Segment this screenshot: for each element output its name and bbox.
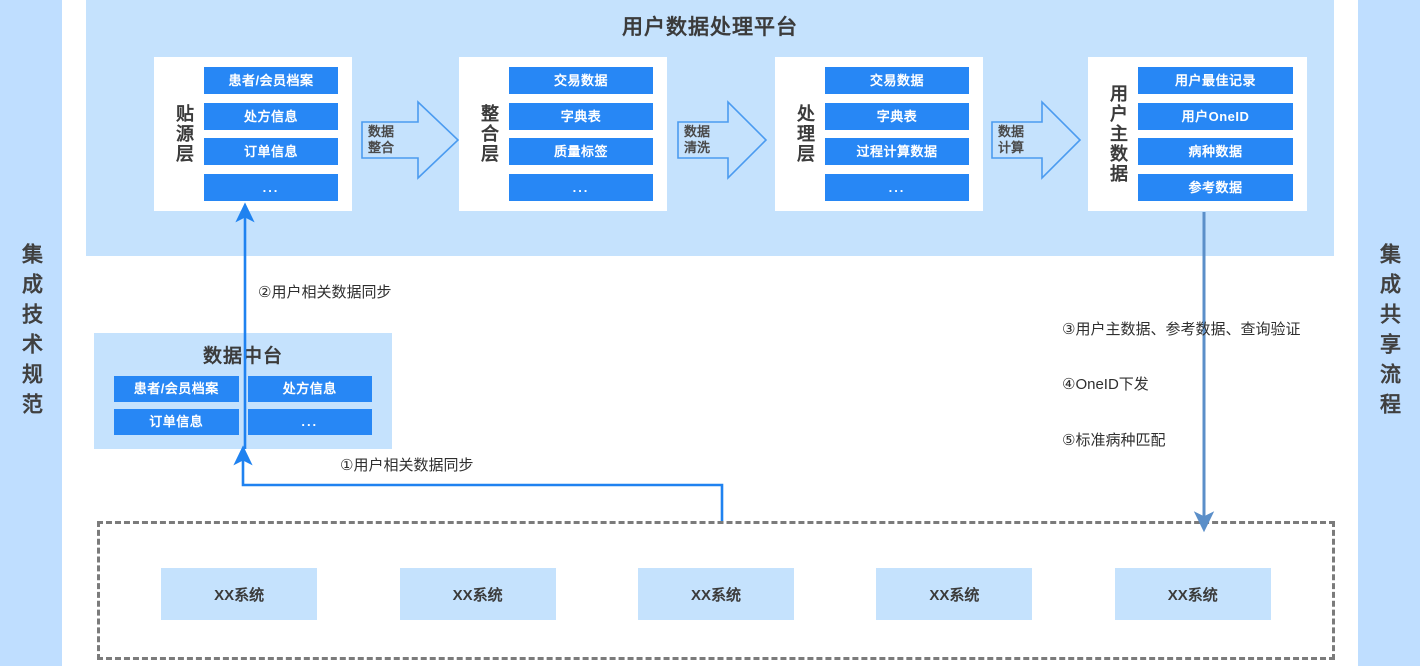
dmp-chip[interactable]: 处方信息 (247, 376, 372, 402)
layer-item-list: 交易数据 字典表 过程计算数据 ... (825, 67, 969, 201)
layer-chip[interactable]: 交易数据 (825, 67, 969, 94)
layer-chip[interactable]: 患者/会员档案 (204, 67, 338, 94)
flow-arrow-label: 数据 整合 (368, 124, 412, 157)
layer-chip[interactable]: 处方信息 (204, 102, 338, 130)
layer-item-list: 患者/会员档案 处方信息 订单信息 ... (204, 67, 338, 201)
flow-label-4: ④OneID下发 (1062, 376, 1149, 393)
layer-chip[interactable]: 质量标签 (509, 138, 653, 166)
layer-label: 处理层 (795, 104, 815, 164)
system-box[interactable]: XX系统 (637, 568, 794, 620)
page-title: 用户数据处理平台 (622, 16, 798, 39)
layer-chip[interactable]: 病种数据 (1138, 138, 1293, 166)
left-rail: 集成技术规范 (0, 0, 62, 666)
wire-flow-1 (233, 445, 724, 521)
system-box[interactable]: XX系统 (161, 568, 318, 620)
flow-arrow-label: 数据 计算 (998, 124, 1042, 157)
flow-arrow-label-line1: 数据 (998, 123, 1025, 139)
layer-chip[interactable]: 用户OneID (1138, 102, 1293, 130)
layer-chip[interactable]: 交易数据 (509, 67, 653, 94)
flow-arrow-label-line2: 清洗 (684, 140, 711, 155)
layer-chip[interactable]: 用户最佳记录 (1138, 67, 1293, 94)
flow-label-5: ⑤标准病种匹配 (1062, 432, 1166, 449)
flow-label-2: ②用户相关数据同步 (258, 284, 392, 301)
chevron-right-icon (361, 100, 460, 180)
dmp-chip-more[interactable]: ... (247, 409, 372, 435)
layer-card-integration[interactable]: 整合层 交易数据 字典表 质量标签 ... (459, 57, 667, 211)
layer-item-list: 交易数据 字典表 质量标签 ... (509, 67, 653, 201)
right-rail: 集成共享流程 (1358, 0, 1420, 666)
flow-arrow-label-line2: 整合 (368, 140, 395, 155)
flow-arrow-label-line2: 计算 (998, 140, 1025, 155)
layer-chip[interactable]: 过程计算数据 (825, 138, 969, 166)
source-systems-container: XX系统 XX系统 XX系统 XX系统 XX系统 (97, 521, 1335, 660)
layer-card-source[interactable]: 贴源层 患者/会员档案 处方信息 订单信息 ... (154, 57, 352, 211)
layer-chip-more[interactable]: ... (825, 173, 969, 201)
flow-arrow-label-line1: 数据 (368, 123, 395, 139)
layer-chip[interactable]: 订单信息 (204, 138, 338, 166)
system-box[interactable]: XX系统 (876, 568, 1033, 620)
flow-arrow-label-line1: 数据 (684, 123, 711, 139)
layer-card-master-data[interactable]: 用户主数据 用户最佳记录 用户OneID 病种数据 参考数据 (1088, 57, 1307, 211)
system-box[interactable]: XX系统 (399, 568, 556, 620)
dmp-chip[interactable]: 患者/会员档案 (114, 376, 239, 402)
chevron-right-icon (991, 100, 1082, 180)
layer-chip[interactable]: 字典表 (509, 102, 653, 130)
data-middle-platform-items: 患者/会员档案 处方信息 订单信息 ... (94, 368, 392, 435)
flow-arrow-label: 数据 清洗 (684, 124, 728, 157)
data-middle-platform-card[interactable]: 数据中台 患者/会员档案 处方信息 订单信息 ... (94, 333, 392, 449)
layer-item-list: 用户最佳记录 用户OneID 病种数据 参考数据 (1138, 67, 1293, 201)
flow-arrow-integrate: 数据 整合 (360, 98, 460, 182)
flow-arrow-cleanse: 数据 清洗 (676, 98, 768, 182)
layer-card-processing[interactable]: 处理层 交易数据 字典表 过程计算数据 ... (775, 57, 983, 211)
layer-chip[interactable]: 字典表 (825, 102, 969, 130)
layer-label: 贴源层 (174, 104, 194, 164)
right-rail-label: 集成共享流程 (1377, 243, 1401, 423)
layer-chip-more[interactable]: ... (204, 173, 338, 201)
flow-label-3: ③用户主数据、参考数据、查询验证 (1062, 321, 1301, 338)
layer-chip-more[interactable]: ... (509, 173, 653, 201)
data-middle-platform-title: 数据中台 (202, 346, 283, 367)
source-systems-row: XX系统 XX系统 XX系统 XX系统 XX系统 (100, 568, 1332, 620)
layer-label: 用户主数据 (1108, 84, 1128, 184)
layer-label: 整合层 (479, 104, 499, 164)
left-rail-label: 集成技术规范 (19, 243, 43, 423)
chevron-right-icon (677, 100, 768, 180)
flow-label-1: ①用户相关数据同步 (340, 457, 474, 474)
flow-arrow-compute: 数据 计算 (990, 98, 1082, 182)
system-box[interactable]: XX系统 (1114, 568, 1271, 620)
layer-chip[interactable]: 参考数据 (1138, 173, 1293, 201)
dmp-chip[interactable]: 订单信息 (114, 409, 239, 435)
